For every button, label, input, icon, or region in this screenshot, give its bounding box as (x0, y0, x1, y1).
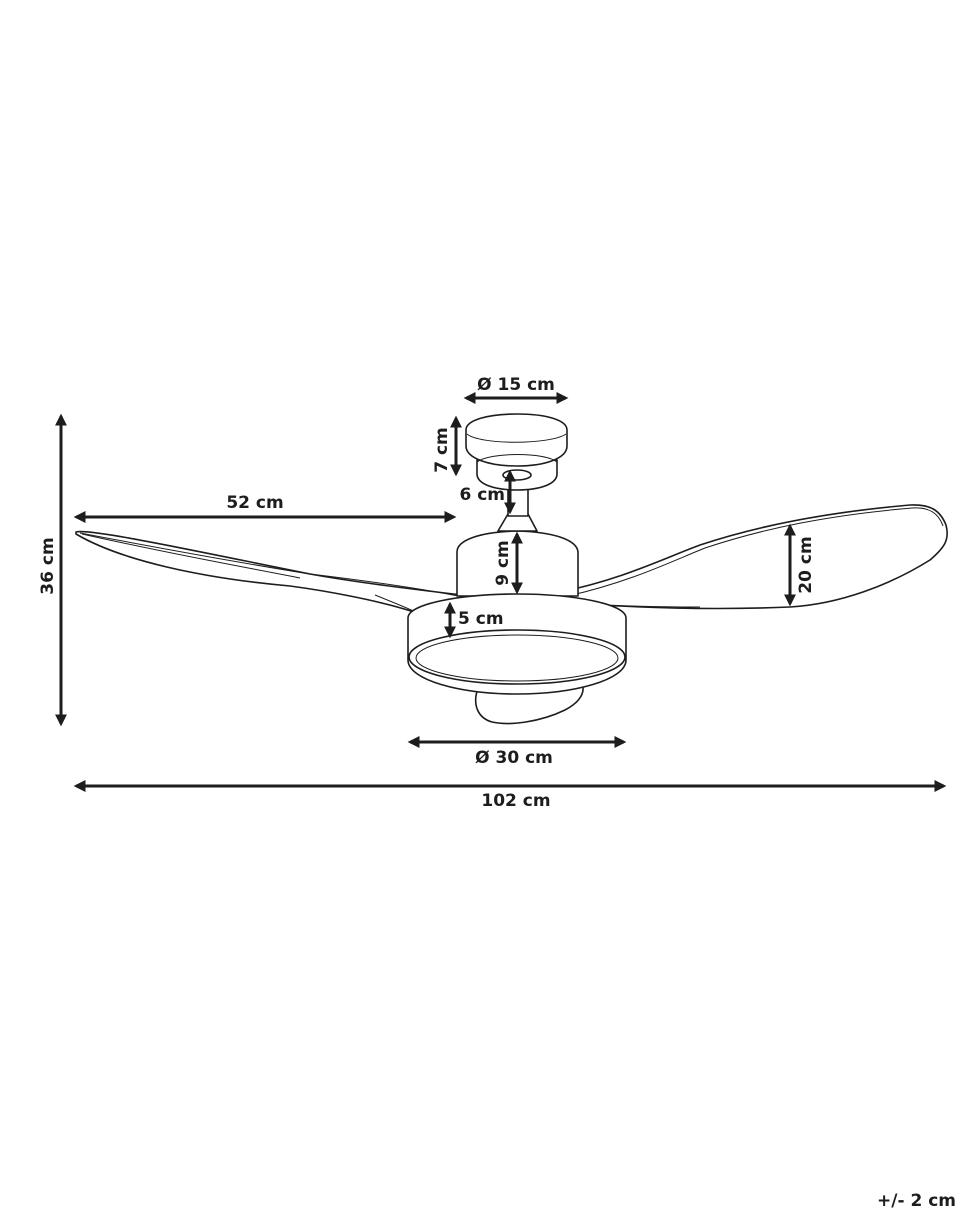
downrod-length-label: 6 cm (459, 485, 505, 505)
bottom-cap (474, 685, 584, 725)
dimension-lines (55, 392, 947, 792)
light-ring (407, 593, 627, 695)
canopy-diameter-label: Ø 15 cm (477, 375, 555, 395)
light-ring-height-label: 5 cm (458, 609, 504, 629)
canopy-height-label: 7 cm (432, 427, 452, 473)
blade-width-label: 20 cm (796, 536, 816, 593)
total-height-label: 36 cm (38, 537, 58, 594)
blade-length-label: 52 cm (226, 493, 283, 513)
light-diameter-label: Ø 30 cm (475, 748, 553, 768)
canopy (465, 413, 568, 491)
tolerance-note: +/- 2 cm (877, 1191, 956, 1211)
left-blade (75, 530, 471, 615)
right-blade (559, 504, 948, 610)
motor-height-label: 9 cm (493, 540, 513, 586)
total-span-label: 102 cm (481, 791, 550, 811)
